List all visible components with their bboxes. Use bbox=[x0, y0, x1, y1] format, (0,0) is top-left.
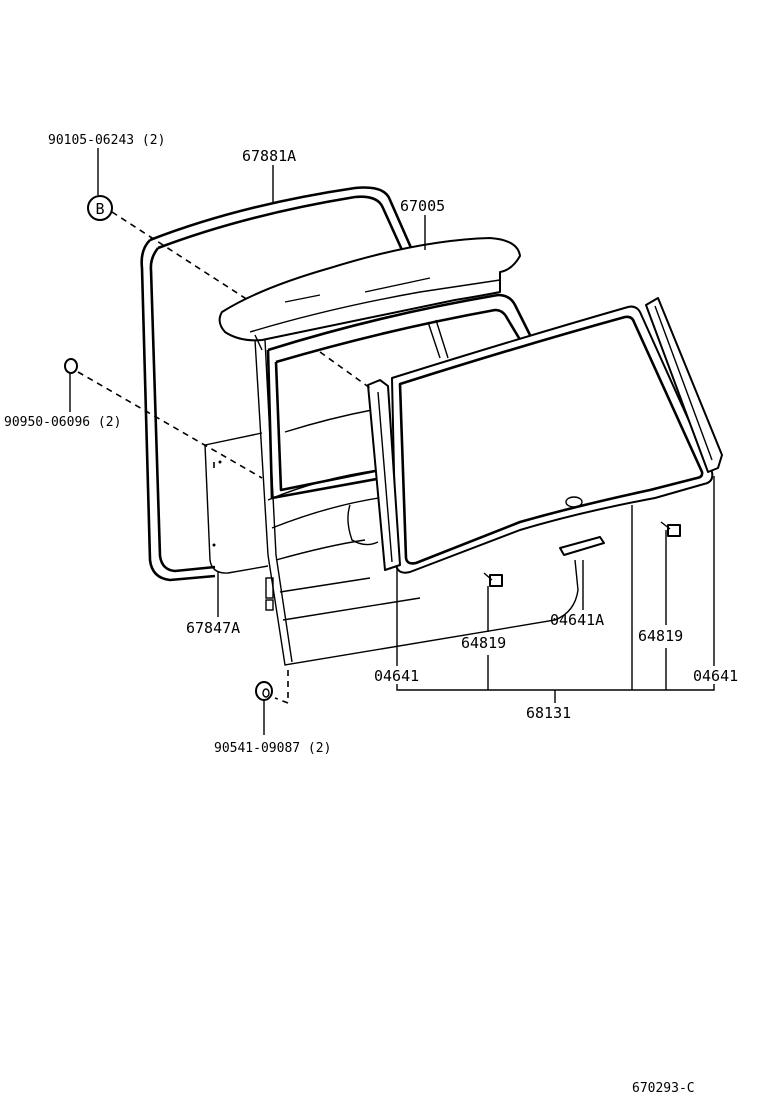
label-90950-06096: 90950-06096 (2) bbox=[4, 415, 121, 430]
dam-04641-right bbox=[645, 297, 723, 473]
label-67005: 67005 bbox=[400, 197, 445, 215]
figure-code: 670293-C bbox=[632, 1081, 695, 1096]
back-door-panel bbox=[254, 293, 579, 666]
label-64819-right: 64819 bbox=[638, 627, 683, 645]
label-67881a: 67881A bbox=[242, 147, 296, 165]
label-04641-left: 04641 bbox=[374, 667, 419, 685]
spoiler-67005 bbox=[218, 237, 521, 351]
part-labels: 90105-06243 (2) 67881A 67005 90950-06096… bbox=[4, 133, 738, 1096]
dam-04641a bbox=[559, 536, 605, 556]
back-door-glass bbox=[391, 305, 714, 574]
label-67847a: 67847A bbox=[186, 619, 240, 637]
label-68131: 68131 bbox=[526, 704, 571, 722]
trim-board-67847a bbox=[204, 432, 269, 574]
plug-90950-06096 bbox=[64, 358, 78, 374]
weatherstrip-67881a bbox=[140, 186, 414, 582]
clip-64819-right bbox=[660, 521, 681, 537]
label-64819-left: 64819 bbox=[461, 634, 506, 652]
leader-lines bbox=[69, 148, 715, 735]
label-04641-right: 04641 bbox=[693, 667, 738, 685]
label-90541-09087: 90541-09087 (2) bbox=[214, 741, 331, 756]
label-04641a: 04641A bbox=[550, 611, 604, 629]
dam-04641-left bbox=[367, 379, 401, 571]
clip-64819-left bbox=[483, 572, 503, 587]
reference-circle-b: B bbox=[87, 195, 113, 221]
cushion-90541-09087 bbox=[255, 681, 273, 701]
svg-text:B: B bbox=[95, 200, 104, 218]
label-90105-06243: 90105-06243 (2) bbox=[48, 133, 165, 148]
alignment-dashes bbox=[77, 211, 371, 705]
